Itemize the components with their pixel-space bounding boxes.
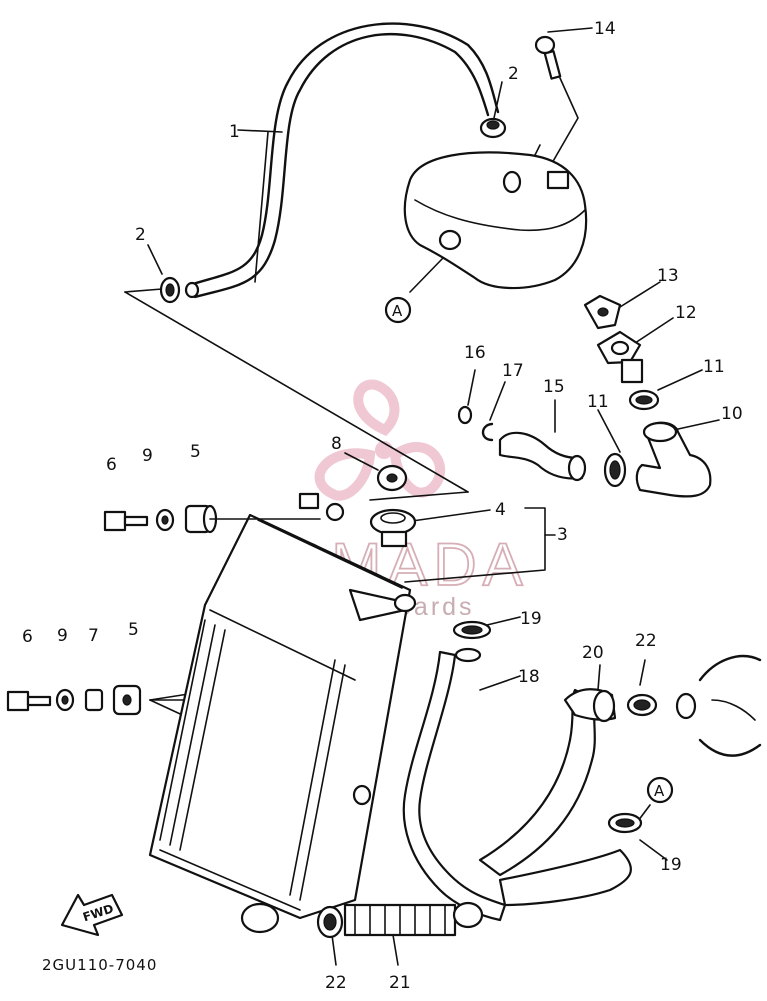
- grommet-5-lower: [112, 684, 142, 716]
- collar-7: [84, 688, 104, 712]
- label-part-5-lower: 5: [128, 620, 139, 640]
- leader-lines: [124, 27, 720, 966]
- label-part-9-lower: 9: [57, 626, 68, 646]
- label-part-16: 16: [464, 343, 486, 363]
- label-part-8: 8: [331, 434, 342, 454]
- forward-direction-arrow: FWD: [60, 893, 124, 937]
- hose-15: [498, 431, 587, 482]
- marker-a-lower-label: A: [654, 782, 665, 800]
- circlip-17: [481, 422, 494, 442]
- overflow-hose: [184, 22, 500, 299]
- washer-9-upper: [155, 508, 175, 532]
- label-part-2-left: 2: [135, 225, 146, 245]
- label-part-2-upper: 2: [508, 64, 519, 84]
- label-part-6-lower: 6: [22, 627, 33, 647]
- label-part-7: 7: [88, 626, 99, 646]
- label-part-12: 12: [675, 303, 697, 323]
- label-part-17: 17: [502, 361, 524, 381]
- label-part-22-upper: 22: [635, 631, 657, 651]
- hose-clamp-left: [159, 276, 181, 304]
- hose-clamp-upper: [479, 117, 507, 139]
- label-part-11-lower: 11: [587, 392, 609, 412]
- hose-clamp-19-lower: [607, 812, 643, 834]
- bolt-14: [534, 35, 562, 80]
- label-part-9-upper: 9: [142, 446, 153, 466]
- label-part-20: 20: [582, 643, 604, 663]
- marker-a-upper-label: A: [392, 302, 403, 320]
- engine-outlet: [675, 654, 762, 757]
- label-part-1: 1: [229, 122, 240, 142]
- hose-20: [563, 688, 617, 723]
- label-part-19-upper: 19: [520, 609, 542, 629]
- label-part-4: 4: [495, 500, 506, 520]
- label-part-6-upper: 6: [106, 455, 117, 475]
- label-part-15: 15: [543, 377, 565, 397]
- label-part-18: 18: [518, 667, 540, 687]
- label-part-3: 3: [557, 525, 568, 545]
- label-part-13: 13: [657, 266, 679, 286]
- hose-clamp-22-lower: [316, 905, 344, 939]
- diagram-code: 2GU110-7040: [42, 956, 157, 974]
- label-part-10: 10: [721, 404, 743, 424]
- reference-marker-a-lower: A: [646, 776, 674, 804]
- bolt-6-lower: [6, 690, 52, 712]
- washer-9-lower: [55, 688, 75, 712]
- bolt-6-upper: [103, 510, 149, 532]
- hose-clamp-11-lower: [603, 452, 627, 488]
- gasket-13: [583, 294, 622, 330]
- hose-clamp-11-upper: [628, 389, 660, 411]
- reference-marker-a-upper: A: [384, 296, 412, 324]
- hose-clamp-22-upper: [626, 693, 658, 717]
- cap-8: [376, 464, 408, 492]
- o-ring-16: [457, 405, 473, 425]
- coolant-reservoir-tank: [403, 151, 588, 290]
- part-labels: 1 2 2 3 4 5 5 6 6 7 8 9 9 10 11 11 12 13…: [22, 19, 743, 993]
- label-part-14: 14: [594, 19, 616, 39]
- label-part-11-upper: 11: [703, 357, 725, 377]
- label-part-21: 21: [389, 973, 411, 993]
- radiator-core: [148, 492, 417, 934]
- radiator-cap-4: [369, 508, 417, 548]
- hose-elbow-10: [635, 421, 712, 498]
- label-part-5-upper: 5: [190, 442, 201, 462]
- radiator-fins: [159, 619, 346, 901]
- corrugated-hose-21: [343, 901, 484, 937]
- gasket-12: [596, 330, 644, 384]
- label-part-22-lower: 22: [325, 973, 347, 993]
- label-part-19-lower: 19: [660, 855, 682, 875]
- hose-clamp-19-upper: [452, 620, 492, 640]
